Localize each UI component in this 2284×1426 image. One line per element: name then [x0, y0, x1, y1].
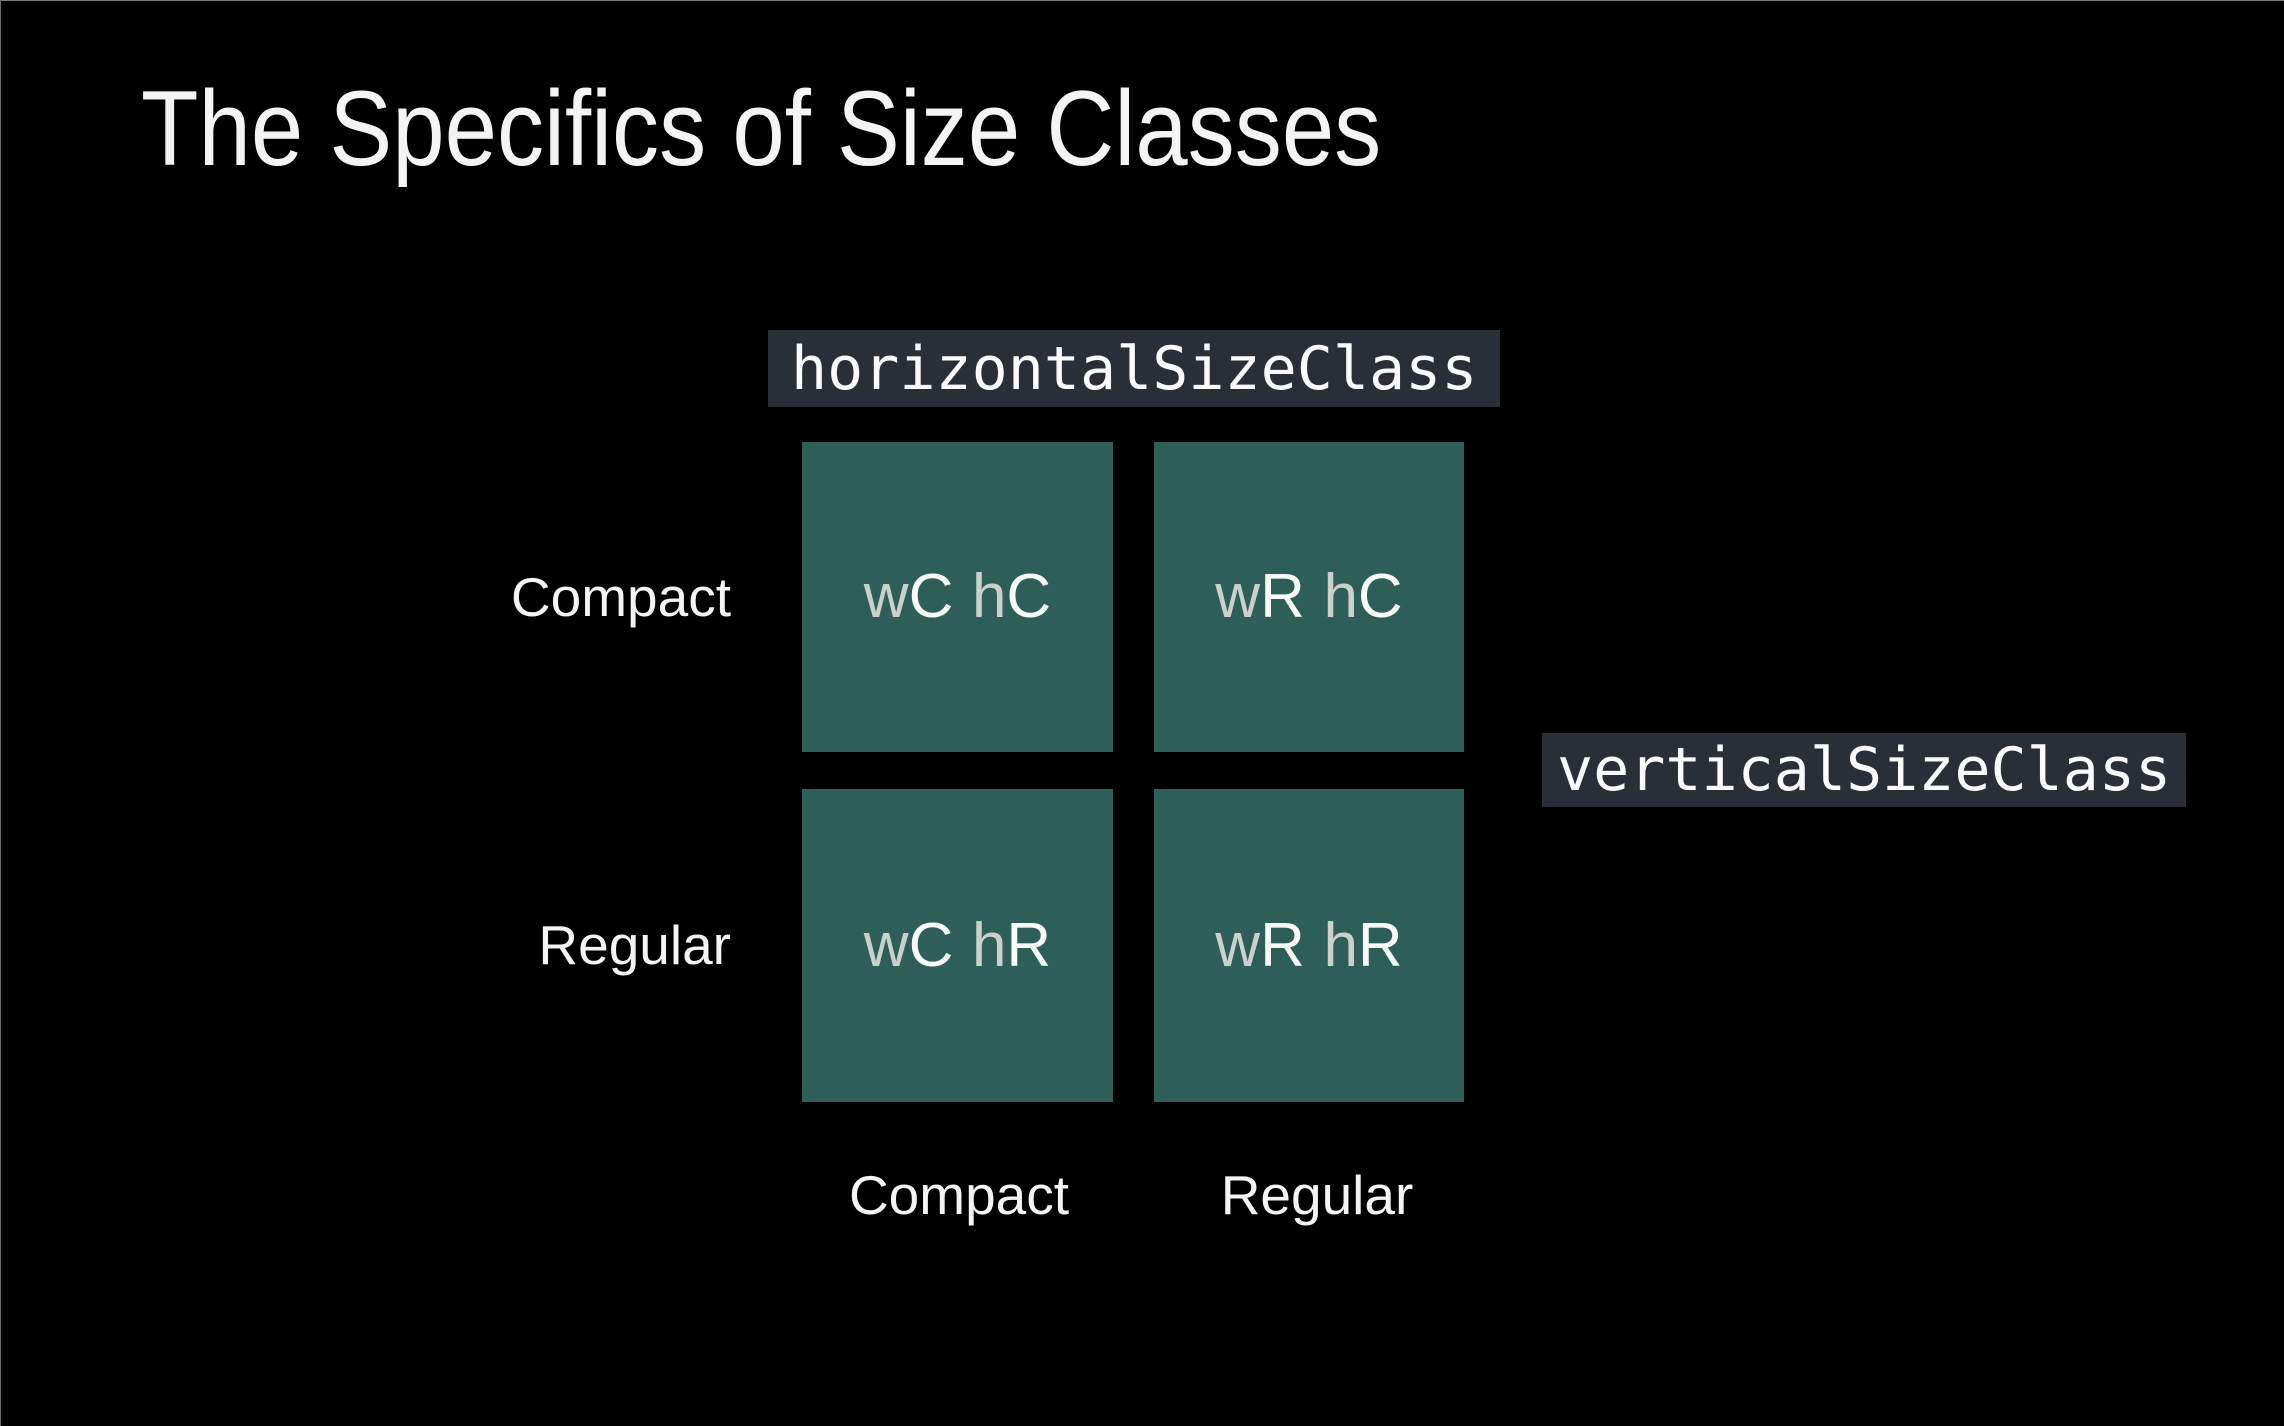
window-edge-top [0, 0, 2284, 1]
slide-title: The Specifics of Size Classes [141, 68, 1382, 188]
row-label-regular: Regular [538, 914, 731, 976]
cell-text: w [1215, 910, 1261, 980]
column-label-regular: Regular [1220, 1164, 1414, 1226]
vertical-size-class-label: verticalSizeClass [1542, 733, 2187, 807]
horizontal-size-class-label: horizontalSizeClass [768, 330, 1501, 407]
row-label-compact: Compact [510, 566, 731, 628]
window-edge-left [0, 0, 1, 1426]
cell-text: w [1215, 562, 1261, 631]
cell-text: w [863, 562, 909, 631]
vertical-size-class-label-text: verticalSizeClass [1557, 735, 2172, 805]
horizontal-size-class-label-text: horizontalSizeClass [791, 333, 1478, 404]
column-label-compact: Compact [848, 1164, 1070, 1226]
cell-text: w [863, 910, 909, 980]
